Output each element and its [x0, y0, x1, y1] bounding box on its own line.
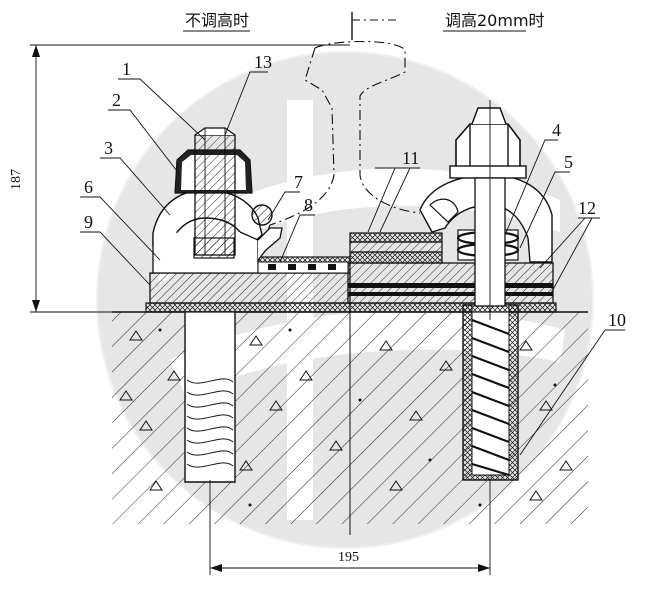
callout-6: 6: [84, 177, 93, 197]
dimension-width: 195: [209, 480, 491, 575]
width-dimension-label: 195: [338, 550, 359, 565]
right-fastening: [419, 100, 553, 320]
callout-2: 2: [112, 90, 121, 110]
rail-profile: [257, 12, 421, 535]
callout-leaders: [80, 71, 625, 456]
titles: 不调高时 调高20mm时: [183, 11, 545, 32]
callout-1: 1: [122, 59, 131, 79]
left-title: 不调高时: [185, 11, 249, 30]
callout-3: 3: [104, 138, 113, 158]
callout-13: 13: [254, 52, 272, 72]
callout-5: 5: [564, 152, 573, 172]
left-plastic-dowel: [184, 312, 236, 483]
right-plastic-dowel: [462, 304, 519, 481]
callout-9: 9: [84, 212, 93, 232]
rail-pad-right: [349, 232, 443, 264]
callout-11: 11: [402, 148, 419, 168]
height-dimension-label: 187: [9, 169, 24, 190]
callout-10: 10: [608, 310, 626, 330]
callout-7: 7: [294, 172, 303, 192]
callout-12: 12: [578, 198, 596, 218]
callout-4: 4: [552, 120, 561, 140]
dimension-height: 1 87: [9, 44, 350, 313]
callout-8: 8: [304, 195, 313, 215]
callout-numbers: 1 2 3 6 9 13 7 8 11 4 5 12 10: [84, 52, 626, 330]
left-fastening: [152, 127, 349, 274]
right-title: 调高20mm时: [445, 11, 545, 30]
